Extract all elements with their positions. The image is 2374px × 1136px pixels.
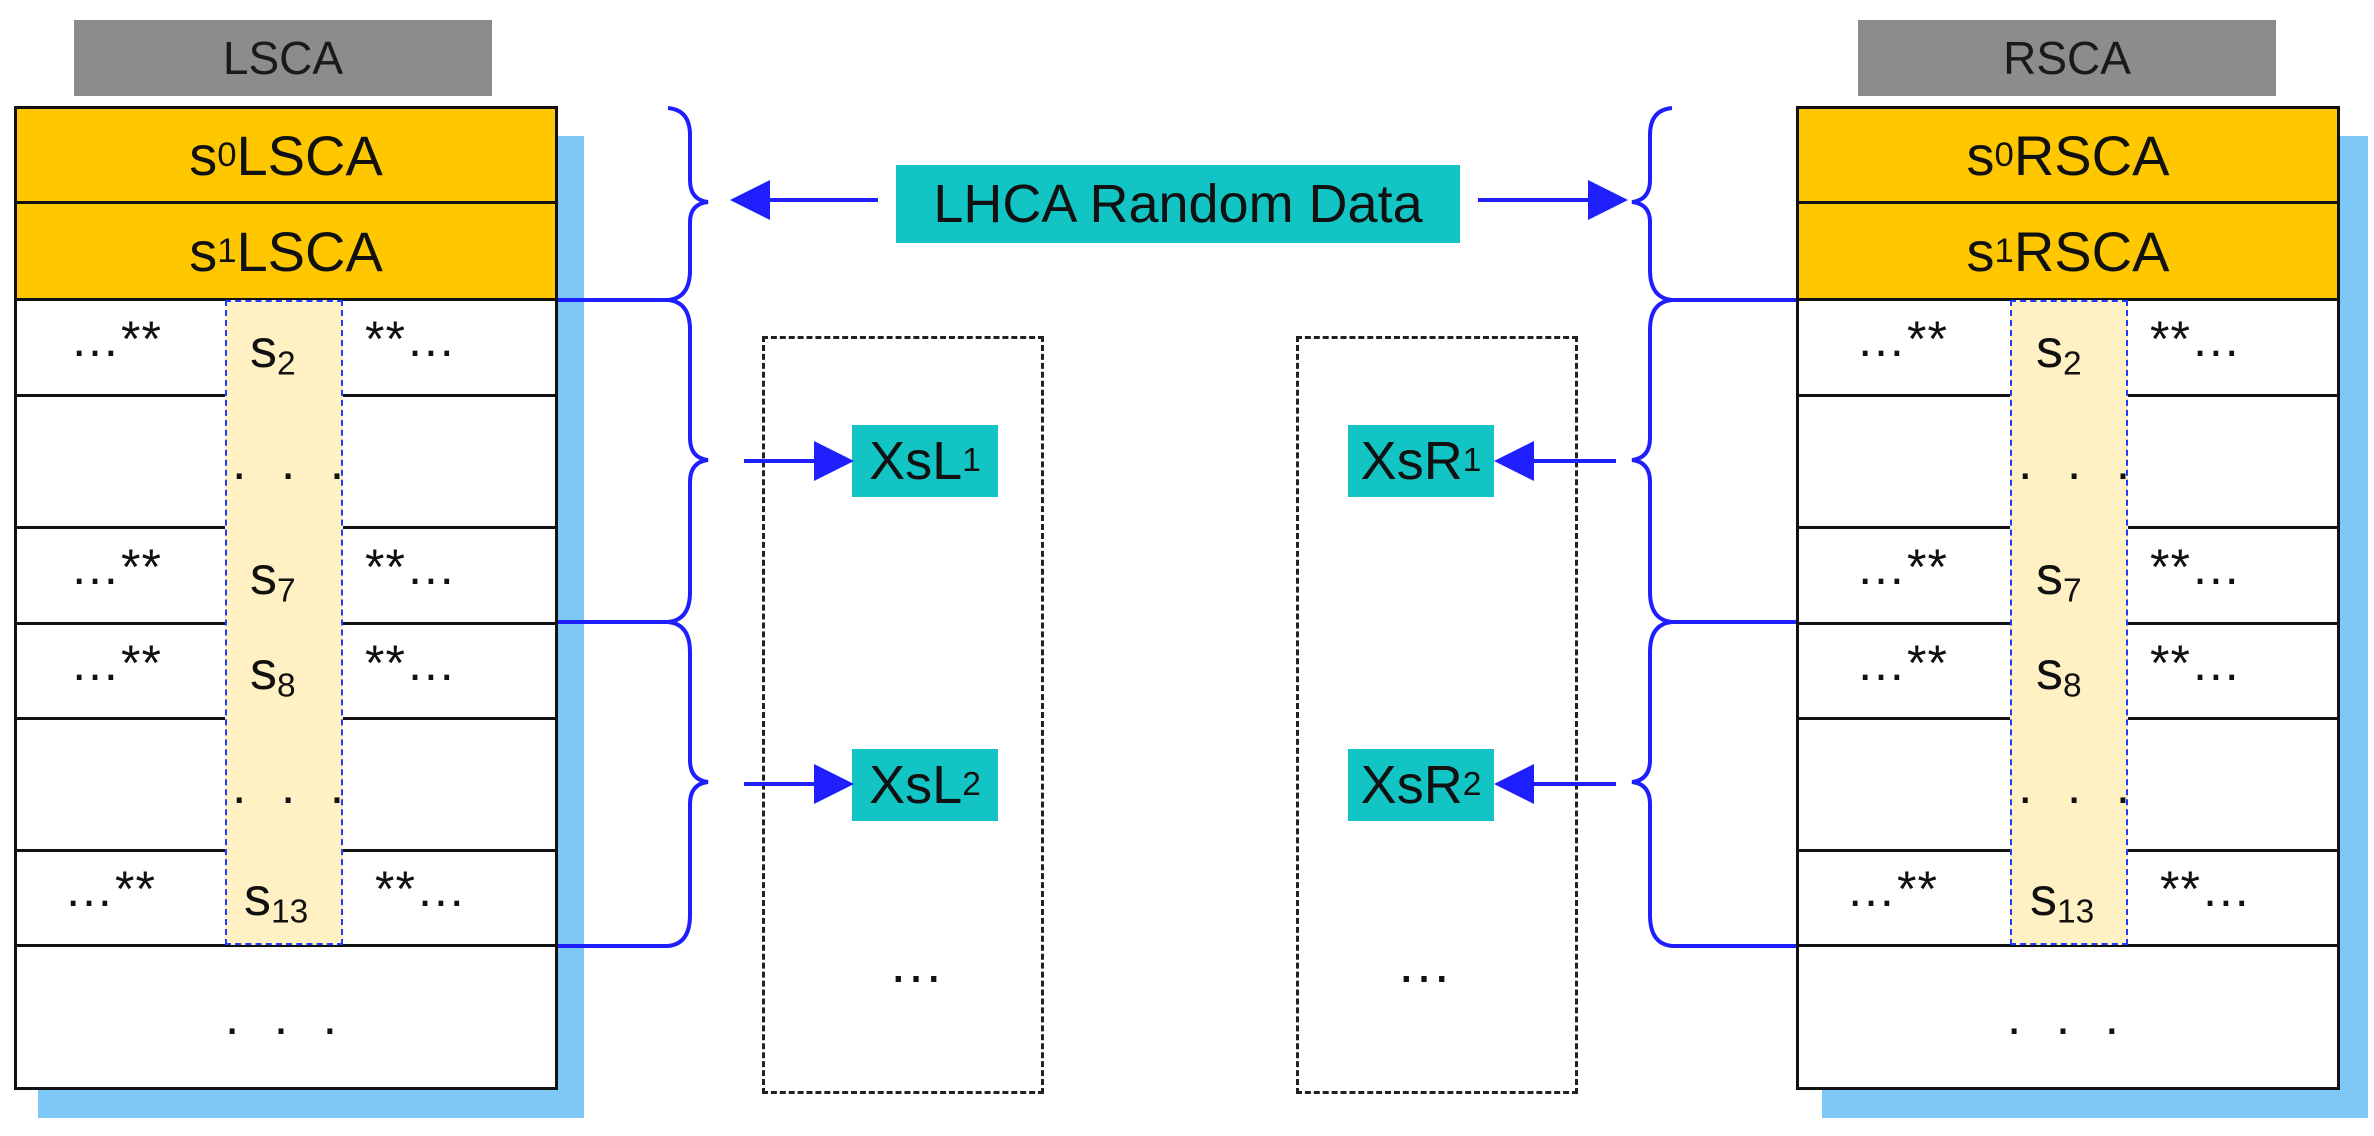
lsca-stars-left-s2: …** — [70, 311, 162, 367]
rsca-stars-left-s7: …** — [1856, 539, 1948, 595]
rsca-dots-b: . . . — [2018, 757, 2141, 815]
xsl-ellipsis: … — [888, 931, 944, 994]
rsca-highlight-column — [2010, 300, 2128, 945]
lsca-row-bottom: . . . — [14, 944, 558, 1090]
right-brace-group1 — [1631, 298, 1796, 624]
lsca-title: LSCA — [74, 20, 492, 96]
lsca-bottom-dots: . . . — [224, 988, 348, 1046]
left-brace-group1 — [558, 298, 709, 624]
xsl-container — [762, 336, 1044, 1094]
rsca-title: RSCA — [1858, 20, 2276, 96]
lsca-stars-right-s7: **… — [365, 539, 457, 595]
xsr-container — [1296, 336, 1578, 1094]
lsca-stars-right-s13: **… — [375, 861, 467, 917]
rsca-stars-left-s8: …** — [1856, 635, 1948, 691]
lsca-stars-left-s8: …** — [70, 635, 162, 691]
rsca-bottom-dots: . . . — [2006, 988, 2130, 1046]
lsca-stars-right-s2: **… — [365, 311, 457, 367]
rsca-stars-left-s2: …** — [1856, 311, 1948, 367]
left-brace-group2 — [558, 620, 709, 948]
rsca-label-s7: s7 — [2036, 546, 2082, 610]
lsca-stars-left-s13: …** — [64, 861, 156, 917]
rsca-label-s8: s8 — [2036, 641, 2082, 705]
lhca-random-data-label: LHCA Random Data — [896, 165, 1460, 243]
rsca-stars-right-s8: **… — [2150, 635, 2242, 691]
right-brace-group2 — [1631, 620, 1796, 948]
lsca-label-s13: s13 — [244, 867, 309, 931]
rsca-row-bottom: . . . — [1796, 944, 2340, 1090]
left-brace-random — [667, 106, 709, 302]
lsca-label-s7: s7 — [250, 546, 296, 610]
rsca-label-s13: s13 — [2030, 867, 2095, 931]
lsca-dots-b: . . . — [232, 757, 355, 815]
rsca-stars-right-s13: **… — [2160, 861, 2252, 917]
rsca-dots-a: . . . — [2018, 433, 2141, 491]
rsca-label-s2: s2 — [2036, 319, 2082, 383]
rsca-stars-right-s2: **… — [2150, 311, 2242, 367]
lsca-highlight-column — [225, 300, 343, 945]
lsca-stars-left-s7: …** — [70, 539, 162, 595]
lsca-label-s8: s8 — [250, 641, 296, 705]
rsca-stars-right-s7: **… — [2150, 539, 2242, 595]
xsr-ellipsis: … — [1396, 931, 1452, 994]
lsca-dots-a: . . . — [232, 433, 355, 491]
lsca-stars-right-s8: **… — [365, 635, 457, 691]
right-brace-random — [1631, 106, 1673, 302]
lsca-label-s2: s2 — [250, 319, 296, 383]
rsca-stars-left-s13: …** — [1846, 861, 1938, 917]
